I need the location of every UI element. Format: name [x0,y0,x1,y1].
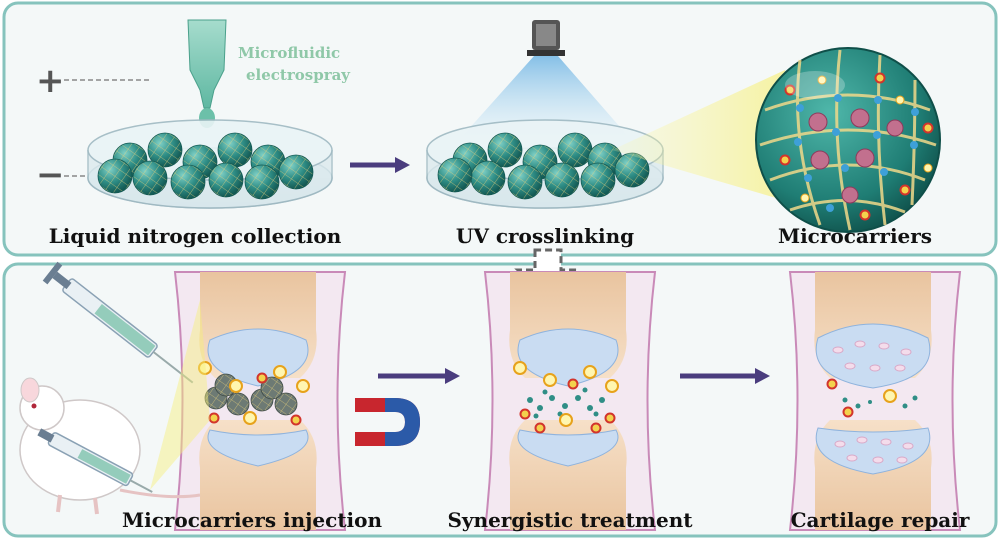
plus-sign: + [36,61,65,101]
minus-sign: − [36,155,65,195]
joint-1 [173,271,347,531]
joint-2 [483,271,657,531]
syringe-icon [42,261,194,384]
caption-collection: Liquid nitrogen collection [49,224,342,248]
caption-uv: UV crosslinking [456,224,634,248]
petri-dish-2 [426,119,664,209]
electrospray-nozzle-icon [187,19,227,128]
process-arrow-2 [378,368,460,384]
caption-repair: Cartilage repair [791,508,970,532]
electrospray-label-2: electrospray [246,66,351,84]
joint-3 [788,271,962,531]
caption-treatment: Synergistic treatment [447,508,693,532]
process-arrow-3 [680,368,770,384]
process-arrow-1 [350,157,410,173]
magnet-icon [355,398,420,446]
microcarrier-zoom [755,47,941,233]
electrospray-label-1: Microfluidic [238,44,340,62]
caption-microcarriers: Microcarriers [778,224,932,248]
petri-dish-1 [87,119,333,209]
caption-injection: Microcarriers injection [122,508,383,532]
zoom-beam [612,70,800,205]
syringe-mouse-icon [37,428,153,493]
